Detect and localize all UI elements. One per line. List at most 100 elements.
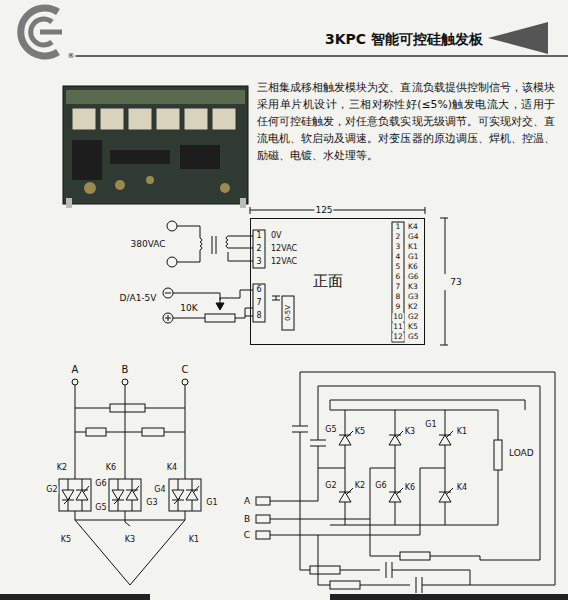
signal-label: G6 [374, 482, 387, 490]
signal-label: K2 [354, 482, 366, 490]
signal-label: B [243, 515, 251, 524]
pin-label: G6 [407, 273, 420, 281]
right-schematic [330, 400, 525, 410]
module-outline: 正面 [250, 218, 425, 345]
module-wiring [250, 207, 425, 214]
pin-label: G2 [407, 313, 420, 321]
right-schematic [389, 488, 403, 502]
module-wiring [440, 218, 448, 345]
pin-label: 2 [395, 233, 402, 241]
left-schematic [72, 379, 78, 385]
signal-label: C [243, 531, 251, 540]
pin-label: K1 [407, 243, 419, 251]
signal-label: G4 [153, 486, 166, 494]
pin-label: G5 [407, 333, 420, 341]
page-title: 3KPC 智能可控硅触发板 [325, 31, 483, 49]
pin-label: G3 [407, 293, 420, 301]
signal-label: K4 [166, 464, 178, 472]
board-photo [240, 198, 246, 208]
signal-label: G5 [324, 426, 337, 434]
node-text: 正面 [313, 272, 343, 291]
board-photo [100, 108, 124, 130]
pin-boxes-left [253, 284, 265, 322]
signal-label: K6 [105, 464, 117, 472]
signal-label: G1 [424, 421, 437, 429]
node-text: LOAD [509, 448, 534, 458]
board-photo [84, 176, 230, 194]
header-banner [75, 22, 568, 56]
signal-label: K3 [124, 536, 136, 544]
pin-label: G4 [407, 233, 420, 241]
page-footer-bars [0, 594, 568, 600]
left-schematic [169, 479, 201, 511]
load-label: LOAD [508, 448, 535, 458]
signal-label: G2 [45, 486, 58, 494]
left-schematic [59, 379, 201, 585]
signal-label: A [243, 497, 251, 506]
signal-label: G6 [94, 480, 107, 488]
signal-label: K5 [60, 536, 72, 544]
pin-label: 8 [395, 293, 402, 301]
right-schematic [370, 519, 480, 560]
signal-label: G1 [205, 499, 218, 507]
board-photo [72, 108, 96, 130]
signal-label: K3 [404, 428, 416, 436]
module-wiring [167, 221, 177, 231]
pin-label: 12 [392, 333, 404, 341]
module-wiring [165, 293, 171, 321]
pin-boxes-left [253, 230, 265, 322]
left-schematic [75, 432, 185, 433]
right-schematic [310, 386, 540, 560]
description-text: 三相集成移相触发模块为交、直流负载提供控制信号，该模块采用单片机设计，三相对称性… [257, 79, 555, 164]
pin-label: 3 [395, 243, 402, 251]
right-schematic [292, 372, 555, 585]
right-schematic [339, 431, 353, 445]
module-wiring [163, 207, 448, 345]
pin-label: 5 [395, 263, 402, 271]
pin-label: 0-5V [285, 304, 292, 322]
page-footer-bars [330, 594, 568, 600]
logo [21, 8, 62, 56]
dimension-label: 125 [314, 206, 333, 215]
dimension-label: 73 [449, 278, 462, 287]
board-photo [66, 198, 246, 208]
board-photo [128, 108, 152, 130]
board-photo [146, 176, 154, 184]
left-schematic [109, 479, 141, 511]
board-photo [63, 86, 248, 204]
signal-label: K1 [456, 428, 468, 436]
pin-label: 12VAC [270, 245, 298, 253]
right-schematic [330, 410, 498, 525]
board-photo [212, 108, 236, 130]
left-schematic [110, 404, 145, 412]
right-schematic [318, 535, 470, 593]
signal-label: C [181, 365, 190, 375]
pin-label: 0V [270, 232, 283, 240]
signal-label: B [121, 365, 130, 375]
right-schematic [494, 440, 502, 470]
pin-boxes-left [253, 230, 265, 268]
right-schematic [300, 501, 470, 585]
board-photo [220, 183, 230, 193]
header-banner [488, 22, 548, 54]
right-schematic [330, 581, 360, 589]
module-wiring [167, 257, 177, 267]
pin-label: 8 [255, 312, 262, 320]
pin-boxes-right [392, 222, 404, 342]
pin-label: 11 [392, 323, 404, 331]
right-schematic [270, 468, 445, 535]
pin-label: 7 [395, 283, 402, 291]
board-photo [66, 90, 245, 104]
header-banner [75, 55, 568, 57]
pin-label: 1 [395, 223, 402, 231]
left-schematic [75, 520, 185, 585]
pin-label: 380VAC [129, 240, 166, 249]
board-photo [66, 198, 72, 208]
pin-label: 7 [255, 299, 262, 307]
module-wiring [216, 303, 224, 310]
right-schematic [339, 488, 353, 502]
signal-label: K2 [56, 464, 68, 472]
trademark-mark: ® [67, 53, 76, 60]
pin-label: 6 [255, 286, 262, 294]
